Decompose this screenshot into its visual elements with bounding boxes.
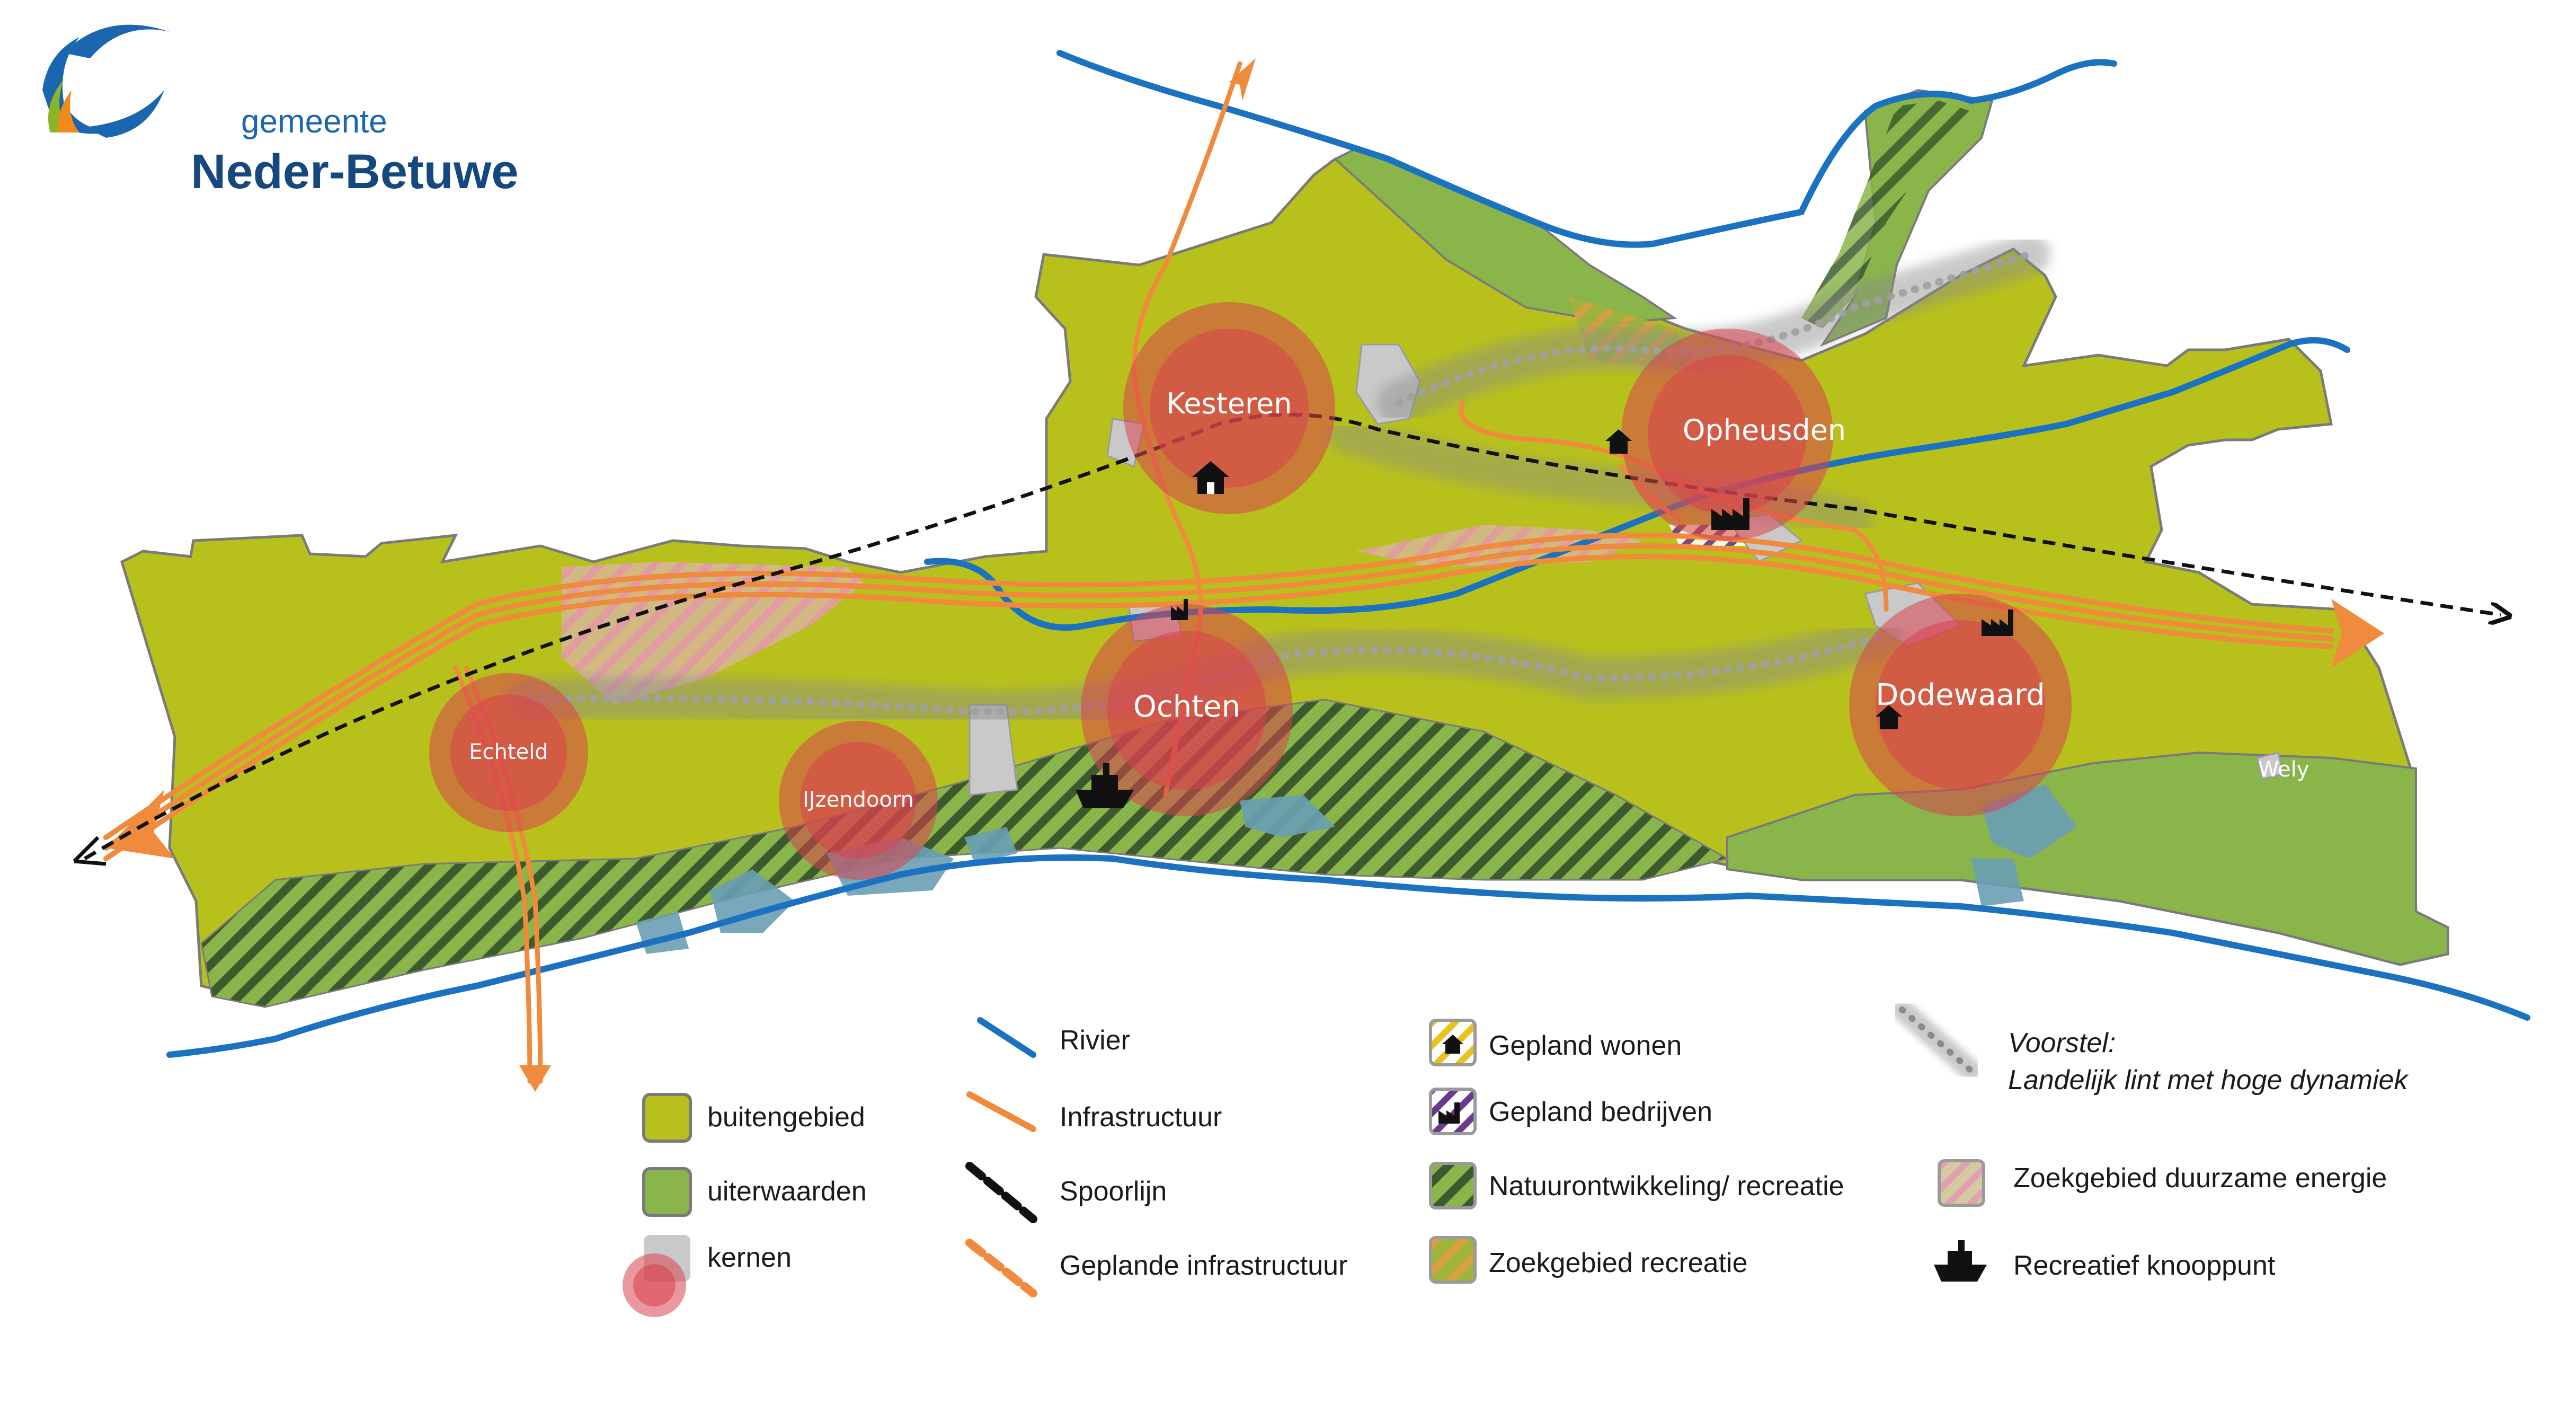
logo-line1: gemeente bbox=[241, 103, 387, 140]
legend-zoekgebied-recreatie: Zoekgebied recreatie bbox=[1429, 1236, 1748, 1284]
kern-kesteren bbox=[1123, 302, 1335, 514]
legend-infrastructuur: Infrastructuur bbox=[966, 1091, 1222, 1133]
boat-icon bbox=[1934, 1240, 1987, 1282]
legend-recreatief-knooppunt: Recreatief knooppunt bbox=[1934, 1240, 2276, 1282]
svg-text:uiterwaarden: uiterwaarden bbox=[707, 1176, 867, 1207]
label-opheusden: Opheusden bbox=[1683, 413, 1846, 447]
legend-zoekgebied-energie: Zoekgebied duurzame energie bbox=[1938, 1159, 2387, 1207]
home-icon bbox=[1605, 429, 1632, 454]
svg-text:Recreatief knooppunt: Recreatief knooppunt bbox=[2013, 1250, 2276, 1281]
legend-landelijk-lint: Voorstel: Landelijk lint met hoge dynami… bbox=[1891, 999, 2409, 1096]
arrow-icon bbox=[73, 836, 106, 866]
label-kesteren: Kesteren bbox=[1167, 387, 1292, 420]
home-icon bbox=[1192, 461, 1229, 494]
svg-text:Rivier: Rivier bbox=[1060, 1025, 1130, 1056]
kern-echteld bbox=[429, 673, 588, 832]
svg-text:Infrastructuur: Infrastructuur bbox=[1060, 1102, 1222, 1133]
factory-icon bbox=[1711, 498, 1749, 530]
highway-arrows bbox=[106, 58, 2384, 1092]
factory-icon bbox=[1171, 599, 1188, 620]
legend-buitengebied: buitengebied bbox=[642, 1093, 865, 1143]
kern-ochten bbox=[1081, 604, 1293, 816]
svg-text:buitengebied: buitengebied bbox=[707, 1102, 865, 1133]
svg-text:Geplande infrastructuur: Geplande infrastructuur bbox=[1060, 1250, 1347, 1281]
legend: buitengebied uiterwaarden kernen Rivier … bbox=[623, 999, 2409, 1317]
svg-text:Voorstel:: Voorstel: bbox=[2008, 1028, 2116, 1058]
arrow-icon bbox=[1229, 58, 1256, 101]
arrow-icon bbox=[106, 790, 175, 859]
kern-circles bbox=[429, 302, 2072, 880]
natuurontwikkeling-northeast bbox=[1801, 101, 1971, 329]
legend-spoorlijn: Spoorlijn bbox=[965, 1162, 1167, 1223]
rivers bbox=[166, 50, 2530, 1058]
legend-rivier: Rivier bbox=[977, 1017, 1130, 1058]
legend-gepland-bedrijven: Gepland bedrijven bbox=[1429, 1088, 1712, 1135]
home-icon bbox=[1876, 705, 1902, 729]
natuurontwikkeling-south bbox=[200, 699, 1729, 1008]
legend-uiterwaarden: uiterwaarden bbox=[642, 1167, 867, 1217]
logo: gemeente Neder-Betuwe bbox=[42, 24, 519, 199]
svg-text:Natuurontwikkeling/ recreatie: Natuurontwikkeling/ recreatie bbox=[1489, 1171, 1844, 1202]
label-echteld: Echteld bbox=[469, 740, 548, 764]
label-wely: Wely bbox=[2258, 757, 2309, 782]
land-area bbox=[120, 89, 2449, 1008]
arrow-icon bbox=[2331, 599, 2384, 668]
svg-text:kernen: kernen bbox=[707, 1242, 792, 1273]
legend-gepland-wonen: Gepland wonen bbox=[1429, 1019, 1682, 1066]
river-nederrijn bbox=[1056, 50, 2117, 248]
legend-natuurontwikkeling: Natuurontwikkeling/ recreatie bbox=[1429, 1162, 1844, 1209]
label-dodewaard: Dodewaard bbox=[1876, 678, 2045, 712]
river-waal bbox=[166, 854, 2530, 1058]
svg-text:Zoekgebied duurzame energie: Zoekgebied duurzame energie bbox=[2013, 1163, 2387, 1194]
logo-line2: Neder-Betuwe bbox=[191, 145, 519, 199]
svg-text:Gepland bedrijven: Gepland bedrijven bbox=[1489, 1097, 1712, 1127]
svg-text:Gepland wonen: Gepland wonen bbox=[1489, 1030, 1682, 1061]
legend-kernen: kernen bbox=[623, 1235, 792, 1317]
svg-text:Spoorlijn: Spoorlijn bbox=[1060, 1176, 1167, 1207]
river-linge bbox=[924, 337, 2350, 631]
arrow-icon bbox=[519, 1065, 551, 1092]
kern-dodewaard bbox=[1849, 594, 2072, 816]
label-ochten: Ochten bbox=[1133, 690, 1240, 724]
factory-icon bbox=[1982, 610, 2013, 636]
legend-geplande-infrastructuur: Geplande infrastructuur bbox=[965, 1239, 1347, 1297]
label-ijzendoorn: IJzendoorn bbox=[803, 788, 914, 812]
map-icons bbox=[1076, 429, 2013, 808]
kern-opheusden bbox=[1621, 329, 1833, 541]
logo-mark-icon bbox=[42, 24, 170, 138]
kern-ijzendoorn bbox=[779, 721, 938, 880]
place-labels: Kesteren Opheusden Ochten Dodewaard Echt… bbox=[469, 387, 2309, 812]
svg-text:Landelijk lint met hoge dynami: Landelijk lint met hoge dynamiek bbox=[2008, 1065, 2409, 1096]
boat-icon bbox=[1076, 763, 1134, 808]
svg-text:Zoekgebied recreatie: Zoekgebied recreatie bbox=[1489, 1248, 1748, 1278]
